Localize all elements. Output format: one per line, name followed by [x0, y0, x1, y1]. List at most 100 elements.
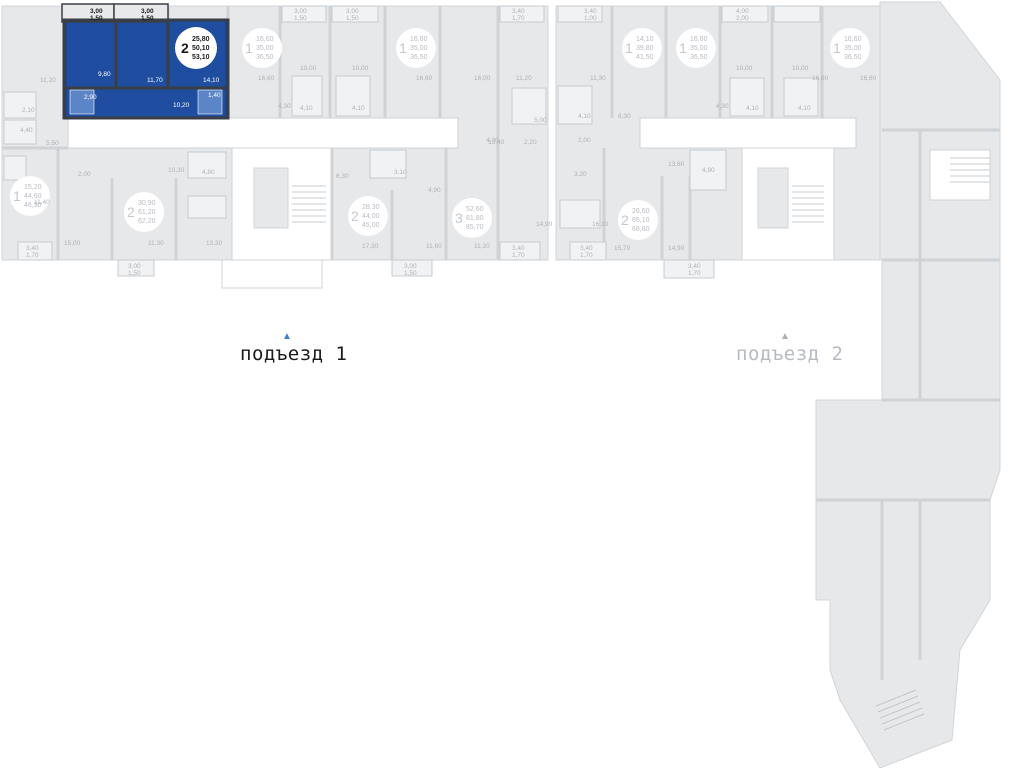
room-area: 16,60 [860, 75, 877, 82]
apartment-rooms: 1 [13, 188, 21, 204]
room-area: 14,90 [536, 221, 553, 228]
room-area: 8,30 [618, 113, 631, 120]
entrance-2-arrow-icon: ▲ [780, 331, 790, 342]
balcony [557, 5, 603, 23]
apartment-area: 85,70 [466, 224, 484, 231]
room-area: 4,40 [20, 127, 33, 134]
room-area: 14,90 [668, 245, 685, 252]
balcony-area: 1,50 [128, 270, 141, 277]
balcony-area: 1,00 [584, 15, 597, 22]
balcony-area: 1,50 [346, 15, 359, 22]
room-area: 16,60 [258, 75, 275, 82]
apartment-area: 36,50 [844, 54, 862, 61]
room-area: 13,40 [488, 139, 505, 146]
bathroom [291, 75, 323, 117]
apartment-badge-circle [676, 28, 716, 68]
apartment-area: 81,80 [466, 215, 484, 222]
apartment-area: 35,00 [844, 45, 862, 52]
stairs-1 [292, 185, 326, 223]
apartment-area: 46,30 [24, 202, 42, 209]
bathroom [187, 151, 227, 179]
room-area: 2,20 [524, 139, 537, 146]
selected-balcony-area: 3,00 [141, 8, 154, 15]
room-area: 10,00 [792, 65, 809, 72]
bathroom [511, 87, 547, 125]
room-area: 4,80 [202, 169, 215, 176]
apartment-area: 52,60 [466, 206, 484, 213]
apartment-area: 36,50 [256, 54, 274, 61]
bathroom [689, 149, 727, 191]
room-area: 4,30 [716, 103, 729, 110]
balcony-area: 3,00 [294, 8, 307, 15]
apartment-rooms: 1 [833, 40, 841, 56]
bathroom [783, 77, 819, 117]
apartment-rooms: 2 [351, 208, 359, 224]
apartment-area: 35,00 [256, 45, 274, 52]
apartment-area: 36,50 [410, 54, 428, 61]
bathroom [559, 199, 601, 229]
apartment-area: 44,60 [24, 193, 42, 200]
lift-1 [253, 167, 289, 229]
apartment-rooms: 3 [455, 210, 463, 226]
selected-rooms: 2 [181, 40, 189, 56]
balcony [721, 5, 769, 23]
apartment-rooms: 2 [621, 212, 629, 228]
balcony-area: 1,70 [512, 15, 525, 22]
room-area: 16,60 [812, 75, 829, 82]
apartment-rooms: 1 [245, 40, 253, 56]
balcony-area: 3,00 [404, 263, 417, 270]
apartment-area: 15,20 [24, 184, 42, 191]
apartment-area: 62,20 [138, 218, 156, 225]
apartment-rooms: 1 [625, 40, 633, 56]
apartment-badge-circle [348, 196, 388, 236]
balcony-area: 2,00 [736, 15, 749, 22]
selected-badge-circle [175, 27, 217, 69]
bathroom [369, 149, 407, 179]
selected-room-area: 14,10 [203, 77, 220, 84]
room-area: 10,00 [300, 65, 317, 72]
apartment-area: 16,60 [410, 36, 428, 43]
balcony-area: 3,40 [584, 8, 597, 15]
apartment-area: 35,00 [690, 45, 708, 52]
apartment-badge-circle [10, 176, 50, 216]
bathroom [335, 75, 371, 117]
room-area: 4,10 [352, 105, 365, 112]
balcony [17, 241, 53, 261]
selected-balcony-area: 3,00 [90, 8, 103, 15]
apartment-area: 16,60 [690, 36, 708, 43]
balcony-area: 4,00 [736, 8, 749, 15]
apartment-rooms: 1 [399, 40, 407, 56]
balcony-area: 3,40 [512, 245, 525, 252]
room-area: 16,60 [416, 75, 433, 82]
bathroom [3, 119, 37, 145]
entrance-1-tab[interactable]: подъезд 1 [240, 343, 348, 365]
balcony-labels: 3,001,503,001,503,401,703,401,703,001,50… [26, 8, 749, 277]
balcony [569, 241, 607, 261]
balcony-area: 3,40 [688, 263, 701, 270]
balcony [499, 241, 541, 261]
room-area: 5,00 [534, 117, 547, 124]
apartment-area: 16,60 [844, 36, 862, 43]
balcony [499, 5, 545, 23]
balcony [663, 259, 715, 279]
entrance-1-arrow-icon: ▲ [282, 331, 292, 342]
selected-balcony-area: 1,50 [141, 15, 154, 22]
room-area: 11,20 [474, 243, 490, 250]
selected-area-living: 25,80 [192, 36, 210, 43]
room-area: 3,20 [574, 171, 587, 178]
room-area: 2,00 [578, 137, 591, 144]
room-area: 11,60 [426, 243, 442, 250]
room-area: 15,00 [64, 240, 81, 247]
room-area: 15,70 [614, 245, 631, 252]
apartment-badge-circle [124, 192, 164, 232]
room-area: 4,10 [578, 113, 591, 120]
selected-balcony-2 [113, 3, 169, 23]
balcony-area: 3,00 [346, 8, 359, 15]
balcony [281, 5, 327, 23]
balcony [773, 5, 821, 23]
apartment-area: 65,10 [632, 217, 650, 224]
selected-area-total: 50,10 [192, 45, 210, 52]
entrance-2-tab[interactable]: подъезд 2 [736, 343, 844, 365]
apartment-area: 35,00 [410, 45, 428, 52]
